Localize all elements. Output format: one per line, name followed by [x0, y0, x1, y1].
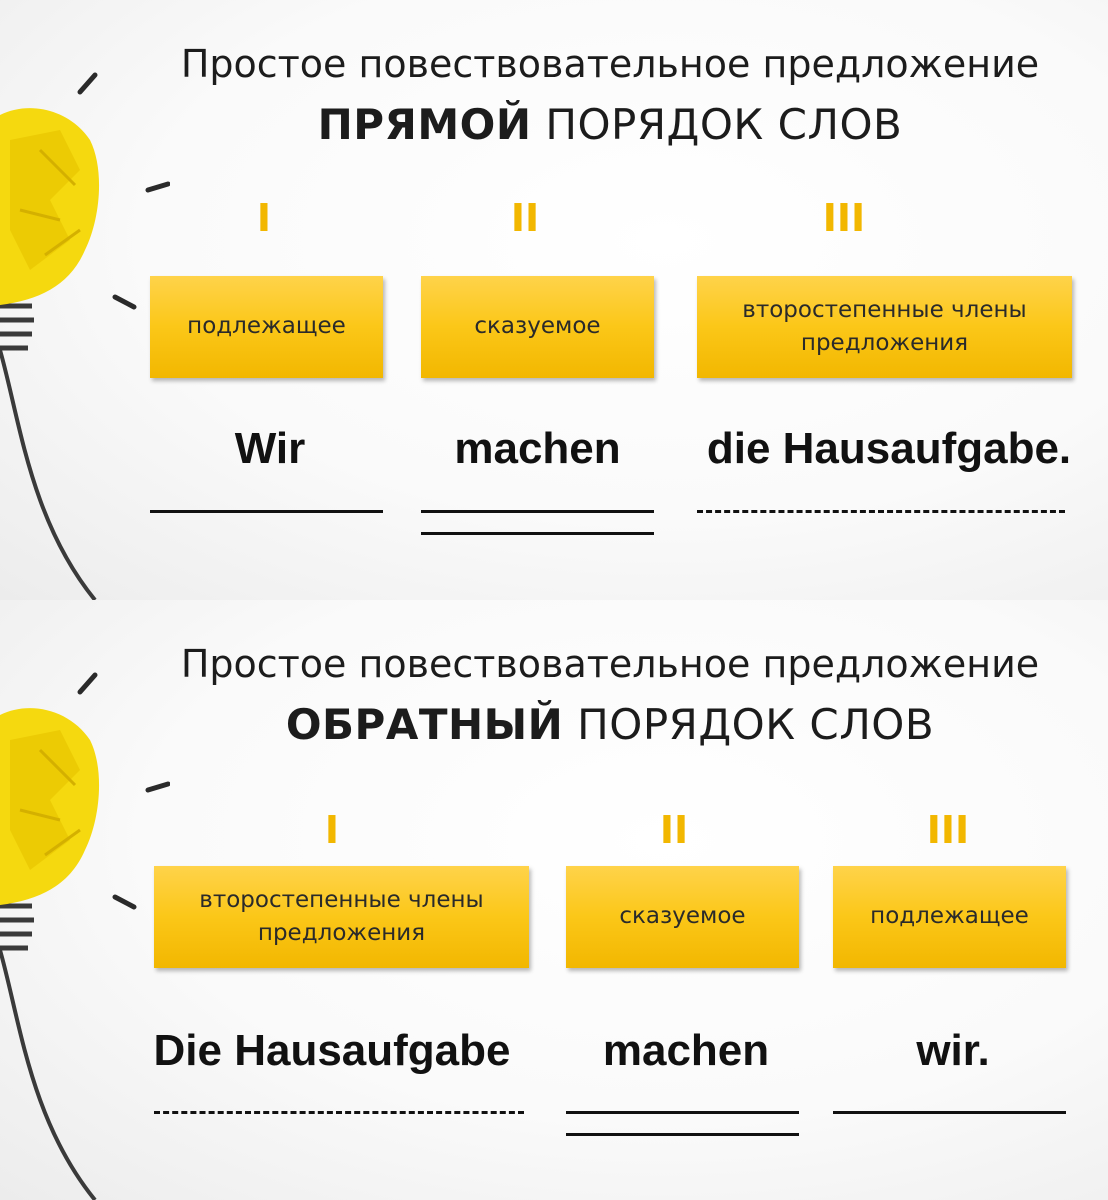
slide-title-line2: ОБРАТНЫЙ ПОРЯДОК СЛОВ: [110, 700, 1108, 749]
lightbulb-icon: [0, 672, 170, 1200]
slide-title-line1: Простое повествовательное предложение: [180, 42, 1040, 86]
slide-direct-order: Простое повествовательное предложение ПР…: [0, 0, 1108, 600]
lightbulb-icon: [0, 72, 170, 600]
position-numeral-1: I: [256, 196, 272, 240]
word-predicate: machen: [454, 424, 621, 473]
box-predicate: сказуемое: [421, 276, 654, 378]
title-rest: ПОРЯДОК СЛОВ: [563, 700, 935, 749]
underline-predicate-top: [421, 510, 654, 513]
position-numeral-3: III: [822, 196, 866, 240]
title-rest: ПОРЯДОК СЛОВ: [531, 100, 903, 149]
box-subject: подлежащее: [833, 866, 1066, 968]
underline-subject: [150, 510, 383, 513]
word-subject: Wir: [234, 424, 306, 473]
position-numeral-2: II: [659, 808, 689, 852]
slide-title-line2: ПРЯМОЙ ПОРЯДОК СЛОВ: [110, 100, 1108, 149]
underline-predicate-bottom: [421, 532, 654, 535]
box-secondary-members: второстепенные члены предложения: [154, 866, 529, 968]
title-emphasis: ОБРАТНЫЙ: [285, 700, 564, 749]
underline-predicate-top: [566, 1111, 799, 1114]
box-subject: подлежащее: [150, 276, 383, 378]
position-numeral-2: II: [510, 196, 540, 240]
title-emphasis: ПРЯМОЙ: [317, 100, 532, 149]
box-secondary-members: второстепенные члены предложения: [697, 276, 1072, 378]
underline-subject: [833, 1111, 1066, 1114]
underline-predicate-bottom: [566, 1133, 799, 1136]
position-numeral-1: I: [324, 808, 340, 852]
word-secondary: die Hausaufgabe.: [706, 424, 1072, 473]
slide-inverted-order: Простое повествовательное предложение ОБ…: [0, 600, 1108, 1200]
underline-secondary-dashed: [697, 510, 1065, 513]
word-predicate: machen: [602, 1026, 770, 1075]
underline-secondary-dashed: [154, 1111, 524, 1114]
box-predicate: сказуемое: [566, 866, 799, 968]
word-secondary: Die Hausaufgabe: [153, 1026, 511, 1075]
word-subject: wir.: [916, 1026, 990, 1075]
slide-title-line1: Простое повествовательное предложение: [180, 642, 1040, 686]
position-numeral-3: III: [926, 808, 970, 852]
